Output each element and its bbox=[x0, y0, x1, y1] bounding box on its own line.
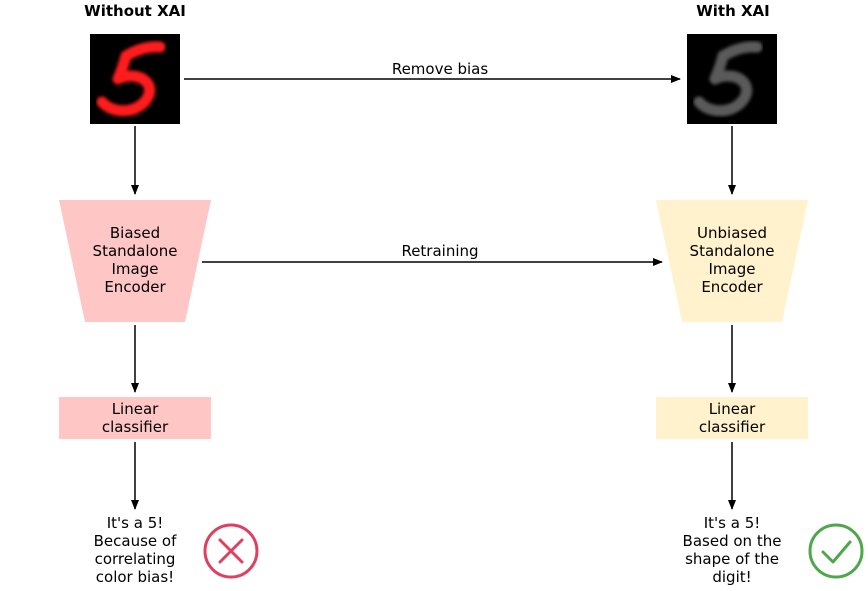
biased-encoder-label: Biased Standalone Image Encoder bbox=[59, 224, 211, 296]
digit-five-red bbox=[96, 41, 166, 117]
encoder-line: Image bbox=[708, 260, 756, 278]
encoder-line: Unbiased bbox=[697, 224, 767, 242]
right-result-text: It's a 5! Based on the shape of the digi… bbox=[667, 514, 797, 586]
left-linear-classifier: Linear classifier bbox=[59, 397, 211, 439]
result-line: It's a 5! bbox=[106, 514, 164, 532]
result-line: correlating bbox=[94, 550, 176, 568]
classifier-line: classifier bbox=[101, 418, 169, 436]
encoder-line: Biased bbox=[109, 224, 161, 242]
encoder-line: Standalone bbox=[689, 242, 775, 260]
result-line: digit! bbox=[712, 568, 752, 586]
right-linear-classifier: Linear classifier bbox=[656, 397, 808, 439]
result-line: It's a 5! bbox=[703, 514, 761, 532]
unbiased-encoder-shape bbox=[656, 200, 808, 322]
classifier-line: Linear bbox=[708, 400, 756, 418]
left-column-title: Without XAI bbox=[84, 2, 186, 20]
encoder-line: Encoder bbox=[104, 278, 166, 296]
unbiased-digit-image bbox=[687, 34, 777, 124]
biased-encoder: Biased Standalone Image Encoder bbox=[59, 200, 211, 322]
check-circle-icon bbox=[808, 523, 864, 579]
left-result-text: It's a 5! Because of correlating color b… bbox=[70, 514, 200, 586]
unbiased-encoder: Unbiased Standalone Image Encoder bbox=[656, 200, 808, 322]
digit-five-gray bbox=[693, 41, 763, 117]
classifier-line: Linear bbox=[111, 400, 159, 418]
encoder-line: Encoder bbox=[701, 278, 763, 296]
classifier-line: classifier bbox=[698, 418, 766, 436]
unbiased-encoder-label: Unbiased Standalone Image Encoder bbox=[656, 224, 808, 296]
biased-digit-image bbox=[90, 34, 180, 124]
biased-encoder-shape bbox=[59, 200, 211, 322]
encoder-line: Image bbox=[111, 260, 159, 278]
encoder-line: Standalone bbox=[92, 242, 178, 260]
result-line: color bias! bbox=[95, 568, 175, 586]
result-line: Because of bbox=[93, 532, 177, 550]
result-line: shape of the bbox=[685, 550, 779, 568]
cross-circle-icon bbox=[203, 523, 259, 579]
result-line: Based on the bbox=[682, 532, 782, 550]
right-column-title: With XAI bbox=[696, 2, 770, 20]
remove-bias-label: Remove bias bbox=[391, 60, 489, 78]
retraining-label: Retraining bbox=[401, 242, 479, 260]
